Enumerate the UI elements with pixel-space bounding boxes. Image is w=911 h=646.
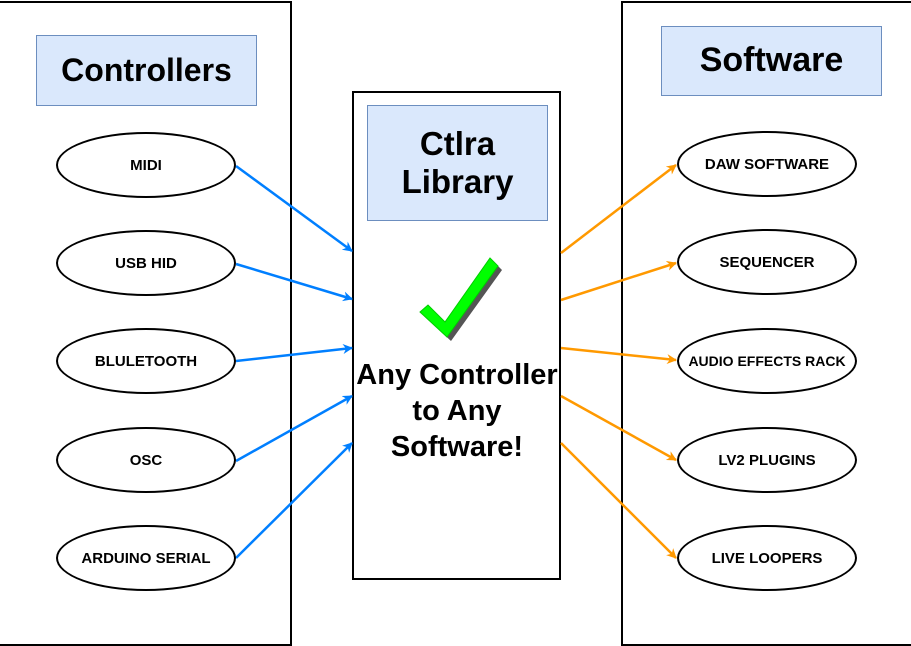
controllers-title: Controllers <box>36 35 257 106</box>
checkmark-icon <box>419 257 502 341</box>
library-title: Ctlra Library <box>367 105 548 221</box>
controller-node-usb-hid: USB HID <box>56 230 236 296</box>
controller-node-midi: MIDI <box>56 132 236 198</box>
arrow-lv2-plugins <box>560 394 677 462</box>
software-node-lv2-plugins: LV2 PLUGINS <box>677 427 857 493</box>
software-node-sequencer: SEQUENCER <box>677 229 857 295</box>
arrow-daw-software <box>560 164 677 254</box>
controller-node-bluetooth: BLULETOOTH <box>56 328 236 394</box>
arrow-arduino-serial <box>235 442 353 559</box>
software-node-audio-effects-rack: AUDIO EFFECTS RACK <box>677 328 857 394</box>
software-node-live-loopers: LIVE LOOPERS <box>677 525 857 591</box>
arrow-bluetooth <box>235 344 353 363</box>
software-node-daw: DAW SOFTWARE <box>677 131 857 197</box>
arrow-live-loopers <box>560 442 677 559</box>
software-title: Software <box>661 26 882 96</box>
arrow-sequencer <box>560 260 677 302</box>
arrow-audio-effects-rack <box>560 346 677 365</box>
arrow-osc <box>235 394 353 463</box>
arrow-usb-hid <box>235 262 353 302</box>
arrow-midi <box>235 164 353 253</box>
controller-node-arduino-serial: ARDUINO SERIAL <box>56 525 236 591</box>
library-tagline: Any Controller to Any Software! <box>356 359 558 463</box>
controller-node-osc: OSC <box>56 427 236 493</box>
